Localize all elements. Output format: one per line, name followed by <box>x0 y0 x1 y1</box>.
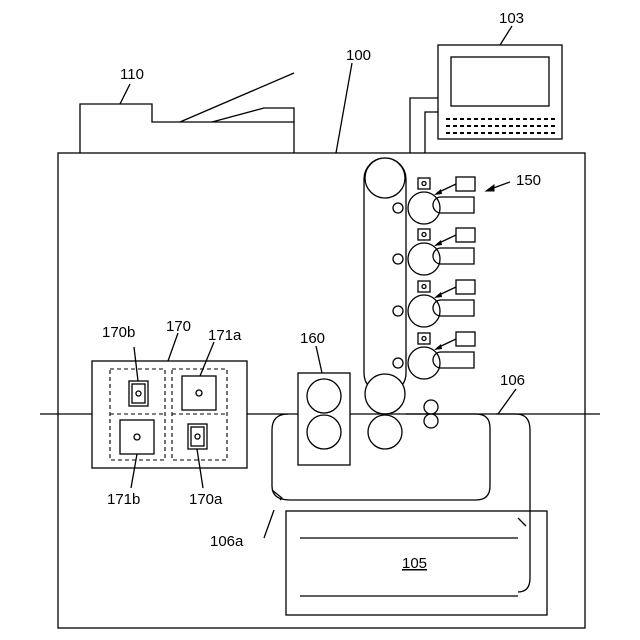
document-reader <box>80 73 294 153</box>
board <box>92 361 247 468</box>
keypad-grid <box>446 119 556 133</box>
label-element-b: 171b <box>107 491 140 508</box>
label-apparatus: 100 <box>346 47 371 64</box>
conveyance-roller <box>424 414 438 428</box>
transfer-belt <box>364 158 406 449</box>
label-sheet-cassette: 105 <box>402 555 427 572</box>
label-component-b: 170b <box>102 324 135 341</box>
conveyance-roller <box>424 400 438 414</box>
image-forming-station <box>393 332 475 379</box>
label-conveyance-path-branch: 106a <box>210 533 244 550</box>
image-forming-station <box>393 280 475 327</box>
label-conveyance-path: 106 <box>500 372 525 389</box>
image-forming-station <box>393 228 475 275</box>
label-document-reader: 110 <box>120 66 144 83</box>
label-operation-panel: 103 <box>499 10 524 27</box>
image-forming-stations <box>393 177 475 379</box>
label-image-forming-unit: 150 <box>516 172 541 189</box>
label-component-a: 170a <box>189 491 223 508</box>
label-element-a: 171a <box>208 327 242 344</box>
image-forming-station <box>393 177 475 224</box>
label-fixing-unit: 160 <box>300 330 325 347</box>
operation-panel <box>410 45 562 153</box>
fixing-unit <box>298 373 350 465</box>
label-board: 170 <box>166 318 191 335</box>
